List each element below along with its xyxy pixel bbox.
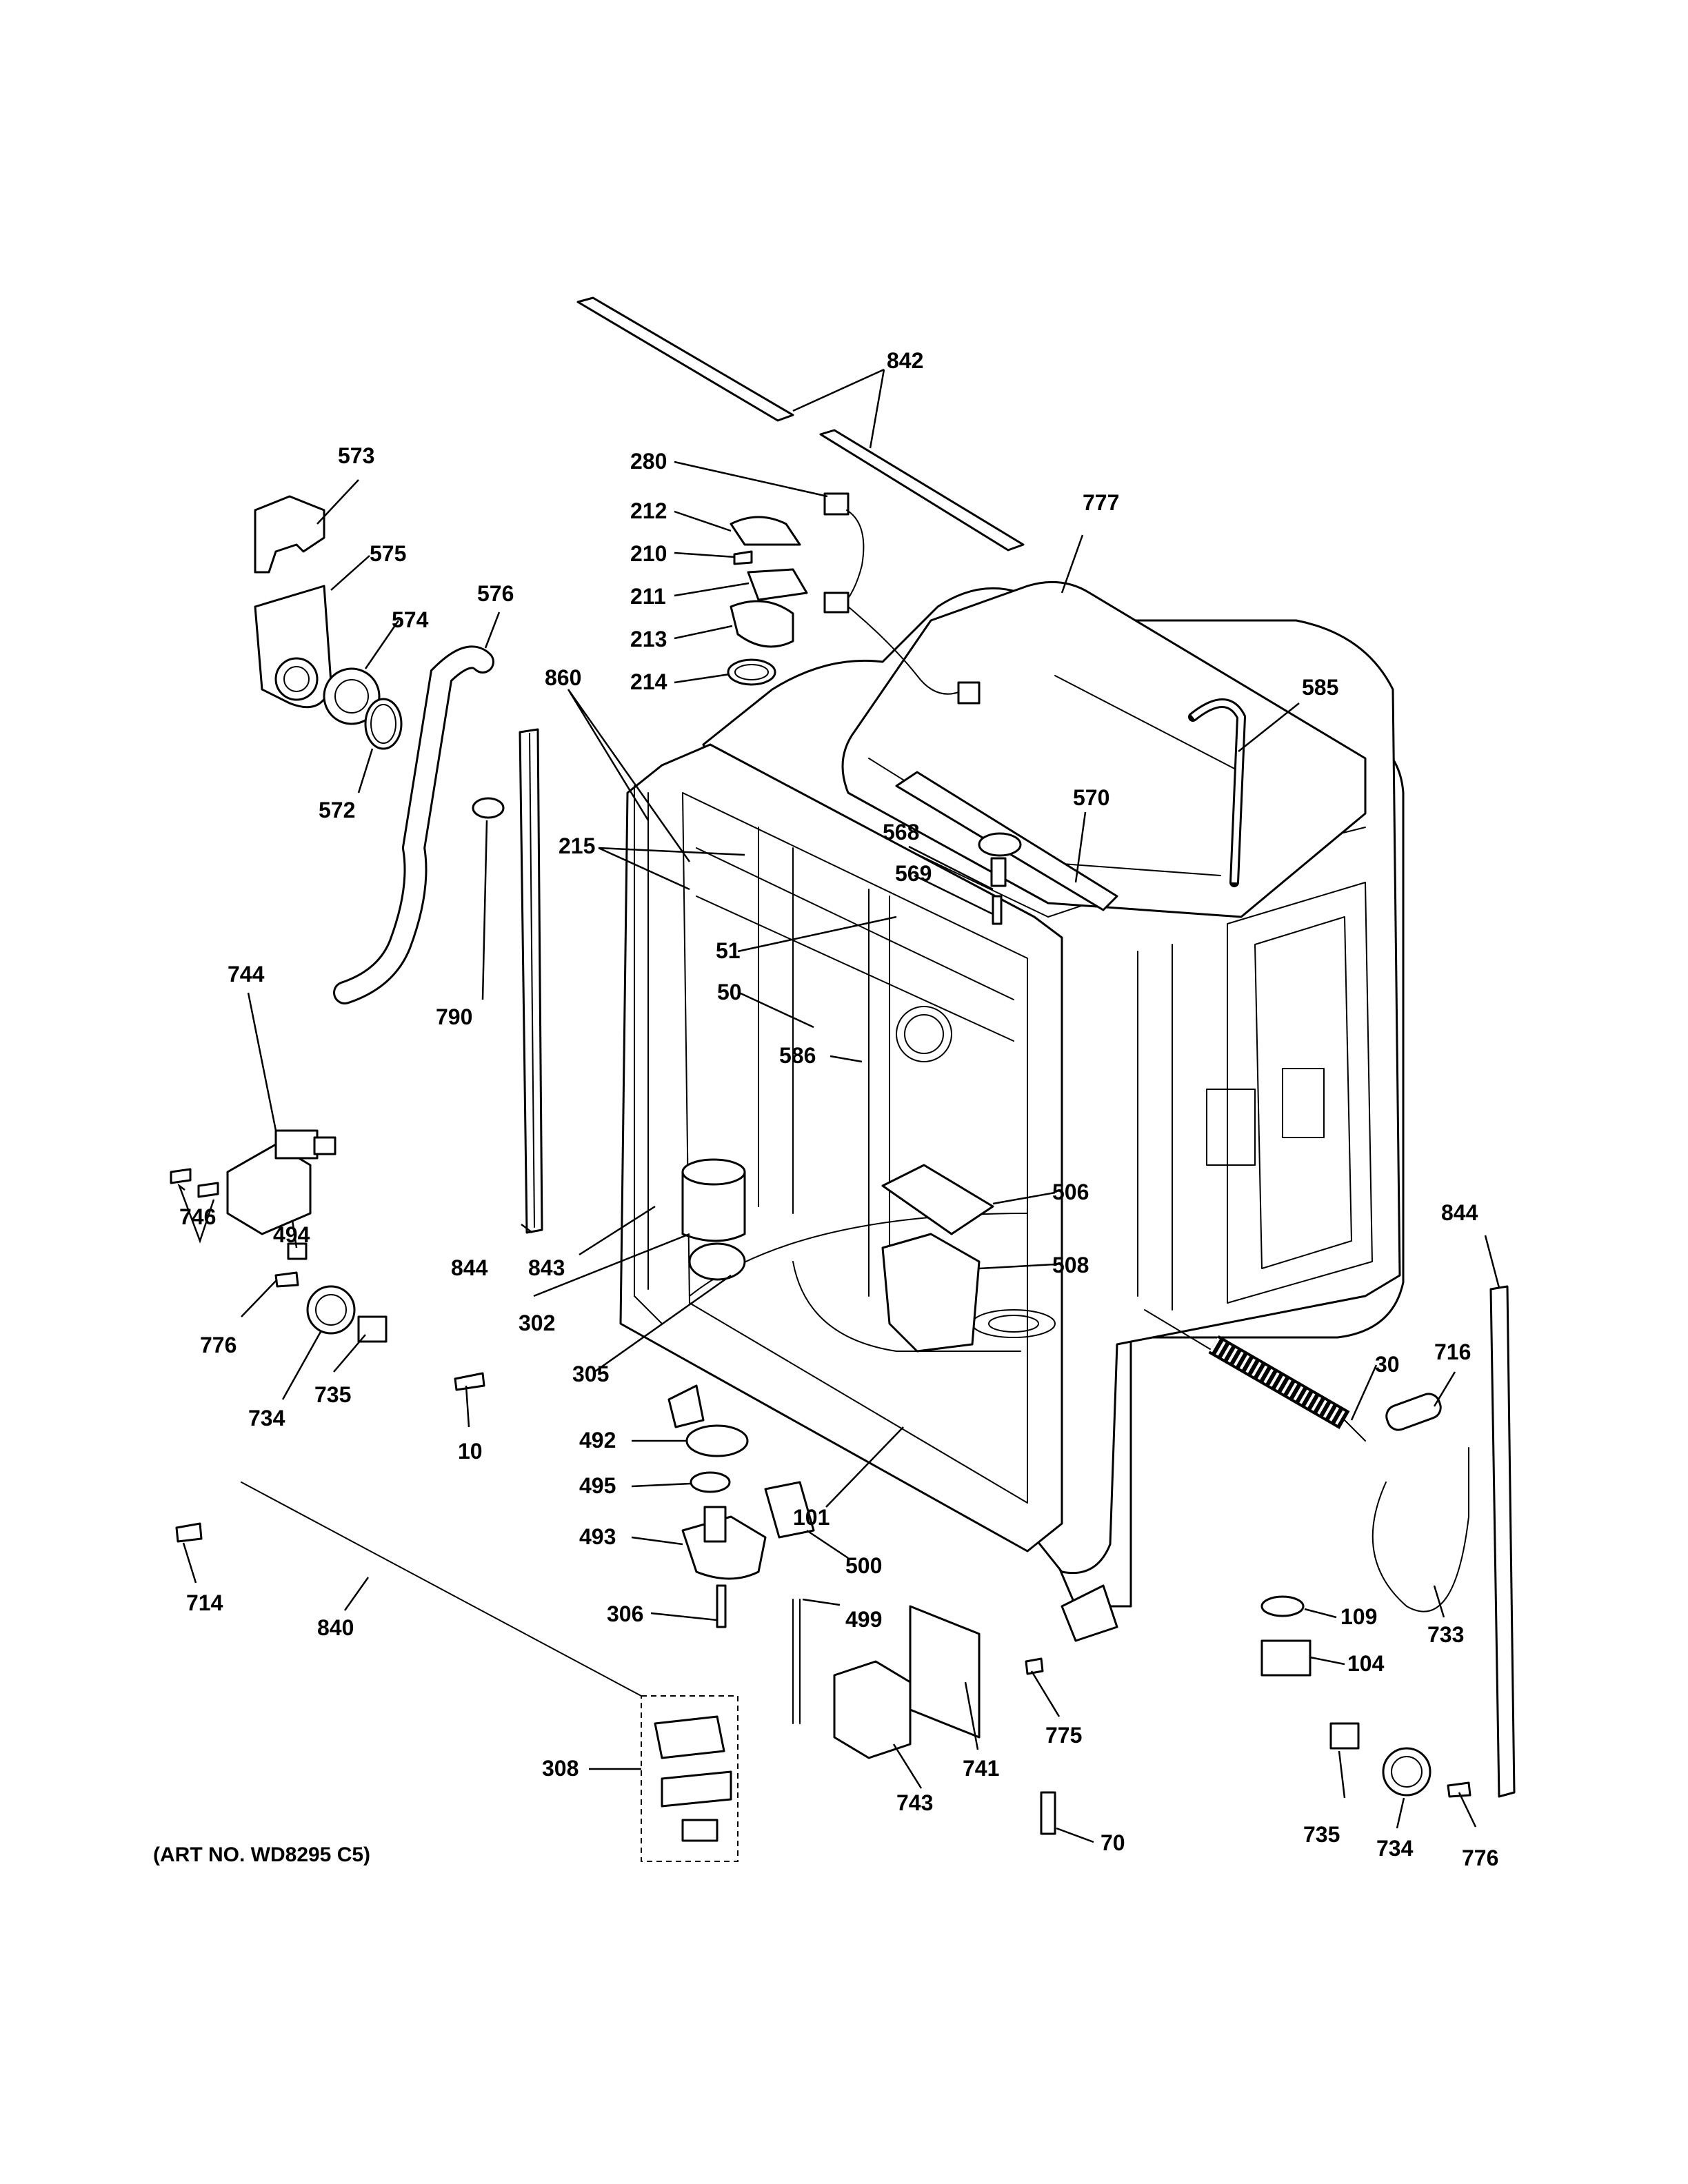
harness-part	[727, 492, 981, 705]
inlet-valve-part	[170, 1129, 336, 1260]
callout-714: 714	[186, 1590, 223, 1615]
callout-840: 840	[317, 1615, 354, 1640]
callout-51: 51	[716, 938, 741, 963]
vent-parts	[254, 495, 403, 750]
callout-734-left: 734	[248, 1406, 285, 1430]
callout-212: 212	[630, 498, 667, 523]
callout-860: 860	[545, 665, 581, 690]
callout-746: 746	[179, 1204, 216, 1229]
callout-776-right: 776	[1462, 1846, 1498, 1870]
callout-495: 495	[579, 1473, 616, 1498]
callout-214: 214	[630, 669, 667, 694]
callout-775: 775	[1045, 1723, 1082, 1748]
art-number: (ART NO. WD8295 C5)	[153, 1843, 370, 1866]
callout-50: 50	[717, 980, 742, 1004]
callout-500: 500	[845, 1553, 882, 1578]
callout-777: 777	[1083, 490, 1119, 515]
callout-210: 210	[630, 541, 667, 566]
callout-499: 499	[845, 1607, 882, 1632]
callout-585: 585	[1302, 675, 1338, 700]
callout-10: 10	[458, 1439, 483, 1464]
callout-844-left: 844	[451, 1255, 488, 1280]
top-rail-part	[576, 296, 1025, 552]
callout-790: 790	[436, 1004, 472, 1029]
callout-70: 70	[1101, 1830, 1125, 1855]
callout-109: 109	[1340, 1604, 1377, 1629]
spray-arm-part	[895, 771, 1118, 925]
callout-305: 305	[572, 1362, 609, 1386]
callout-733: 733	[1427, 1622, 1464, 1647]
callout-569: 569	[895, 861, 932, 886]
callout-575: 575	[370, 541, 406, 566]
callout-734-right: 734	[1376, 1836, 1414, 1861]
callout-735-right: 735	[1303, 1822, 1340, 1847]
callout-844-right: 844	[1441, 1200, 1478, 1225]
callout-586: 586	[779, 1043, 816, 1068]
callout-570: 570	[1073, 785, 1109, 810]
callout-508: 508	[1052, 1253, 1089, 1277]
callout-211: 211	[630, 584, 666, 609]
callout-506: 506	[1052, 1180, 1089, 1204]
callout-735-left: 735	[314, 1382, 351, 1407]
part-artwork	[170, 296, 1516, 1862]
callout-716: 716	[1434, 1339, 1471, 1364]
callout-743: 743	[896, 1790, 933, 1815]
callout-280: 280	[630, 449, 667, 474]
callout-744: 744	[228, 962, 265, 987]
callout-labels: 842 280 212 210 211 213 214 777 573 575 …	[179, 348, 1498, 1870]
callout-302: 302	[519, 1311, 555, 1335]
tub-frame-part	[619, 743, 1063, 1553]
callout-494: 494	[273, 1222, 310, 1247]
callout-101: 101	[793, 1505, 830, 1530]
callout-308: 308	[542, 1756, 579, 1781]
callout-215: 215	[559, 833, 595, 858]
callout-741: 741	[963, 1756, 999, 1781]
callout-574: 574	[392, 607, 429, 632]
callout-576: 576	[477, 581, 514, 606]
callout-306: 306	[607, 1601, 643, 1626]
leader-lines	[177, 368, 1500, 1843]
callout-104: 104	[1347, 1651, 1385, 1676]
callout-573: 573	[338, 443, 374, 468]
float-parts	[681, 1158, 746, 1281]
callout-776-left: 776	[200, 1333, 237, 1357]
callout-213: 213	[630, 627, 667, 651]
callout-493: 493	[579, 1524, 616, 1549]
callout-568: 568	[883, 820, 919, 845]
callout-572: 572	[319, 798, 355, 822]
callout-843: 843	[528, 1255, 565, 1280]
callout-492: 492	[579, 1428, 616, 1453]
callout-842: 842	[887, 348, 923, 373]
callout-30: 30	[1375, 1352, 1400, 1377]
